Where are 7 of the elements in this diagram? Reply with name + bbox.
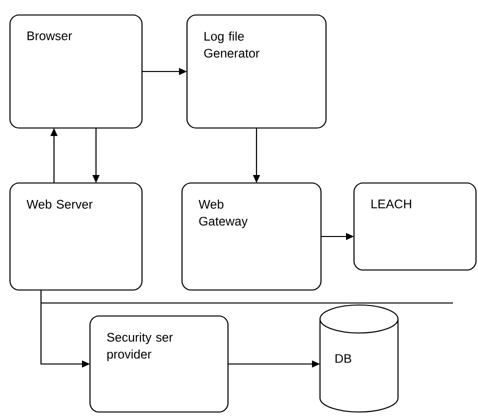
process-box: Browser [9,14,143,129]
process-box: Web Server [9,182,143,291]
process-box: Web Gateway [181,182,322,291]
database-cylinder: DB [319,304,399,413]
process-box: LEACH [353,182,477,271]
process-box: Log file Generator [186,14,327,129]
process-box: Security ser provider [89,315,229,413]
